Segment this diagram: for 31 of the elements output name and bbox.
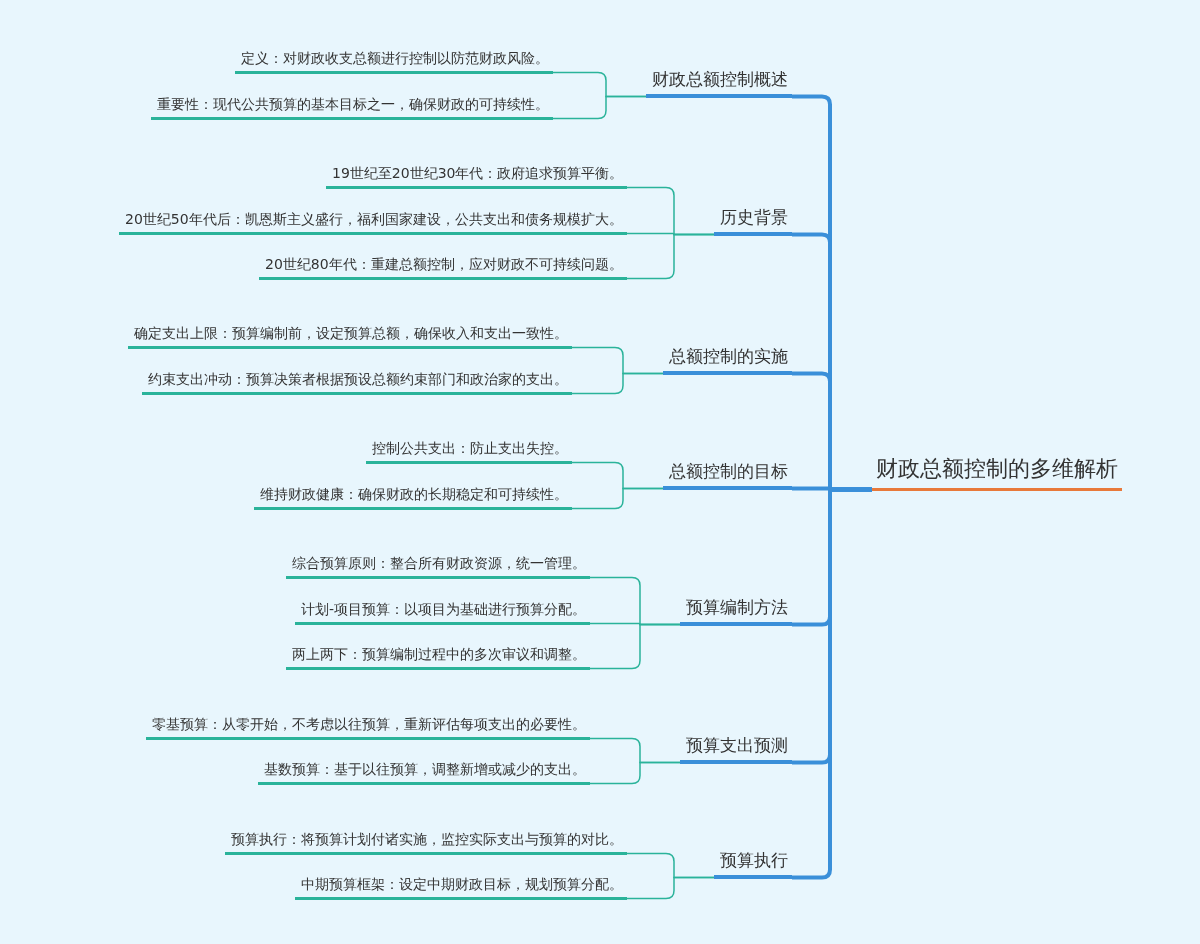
subtopic: 预算执行：将预算计划付诸实施，监控实际支出与预算的对比。 [225,831,627,855]
subtopic: 中期预算框架：设定中期财政目标，规划预算分配。 [295,876,627,900]
connector-line [589,761,681,785]
branch-topic: 总额控制的目标 [663,460,792,490]
branch-topic: 预算编制方法 [680,596,792,626]
connector-line [571,487,664,510]
subtopic: 20世纪80年代：重建总额控制，应对财政不可持续问题。 [259,256,627,280]
central-topic: 财政总额控制的多维解析 [872,454,1122,491]
branch-topic: 财政总额控制概述 [646,68,792,98]
connector-line [589,623,681,670]
subtopic: 维持财政健康：确保财政的长期稳定和可持续性。 [254,486,572,510]
connector-line [626,233,715,280]
subtopic: 综合预算原则：整合所有财政资源，统一管理。 [286,555,590,579]
subtopic: 19世纪至20世纪30年代：政府追求预算平衡。 [326,165,628,189]
subtopic: 约束支出冲动：预算决策者根据预设总额约束部门和政治家的支出。 [142,371,572,395]
branch-topic: 历史背景 [714,206,792,236]
branch-topic: 总额控制的实施 [663,345,792,375]
subtopic: 基数预算：基于以往预算，调整新增或减少的支出。 [258,761,590,785]
subtopic: 定义：对财政收支总额进行控制以防范财政风险。 [235,50,553,74]
connector-line [626,876,715,900]
subtopic: 控制公共支出：防止支出失控。 [366,440,572,464]
subtopic: 20世纪50年代后：凯恩斯主义盛行，福利国家建设，公共支出和债务规模扩大。 [119,211,627,235]
subtopic: 计划-项目预算：以项目为基础进行预算分配。 [295,601,591,625]
branch-topic: 预算执行 [714,849,792,879]
connector-line [552,95,647,120]
subtopic: 零基预算：从零开始，不考虑以往预算，重新评估每项支出的必要性。 [146,716,590,740]
subtopic: 确定支出上限：预算编制前，设定预算总额，确保收入和支出一致性。 [128,325,572,349]
subtopic: 重要性：现代公共预算的基本目标之一，确保财政的可持续性。 [151,96,553,120]
subtopic: 两上两下：预算编制过程中的多次审议和调整。 [286,646,590,670]
connector-line [571,372,664,395]
branch-topic: 预算支出预测 [680,734,792,764]
